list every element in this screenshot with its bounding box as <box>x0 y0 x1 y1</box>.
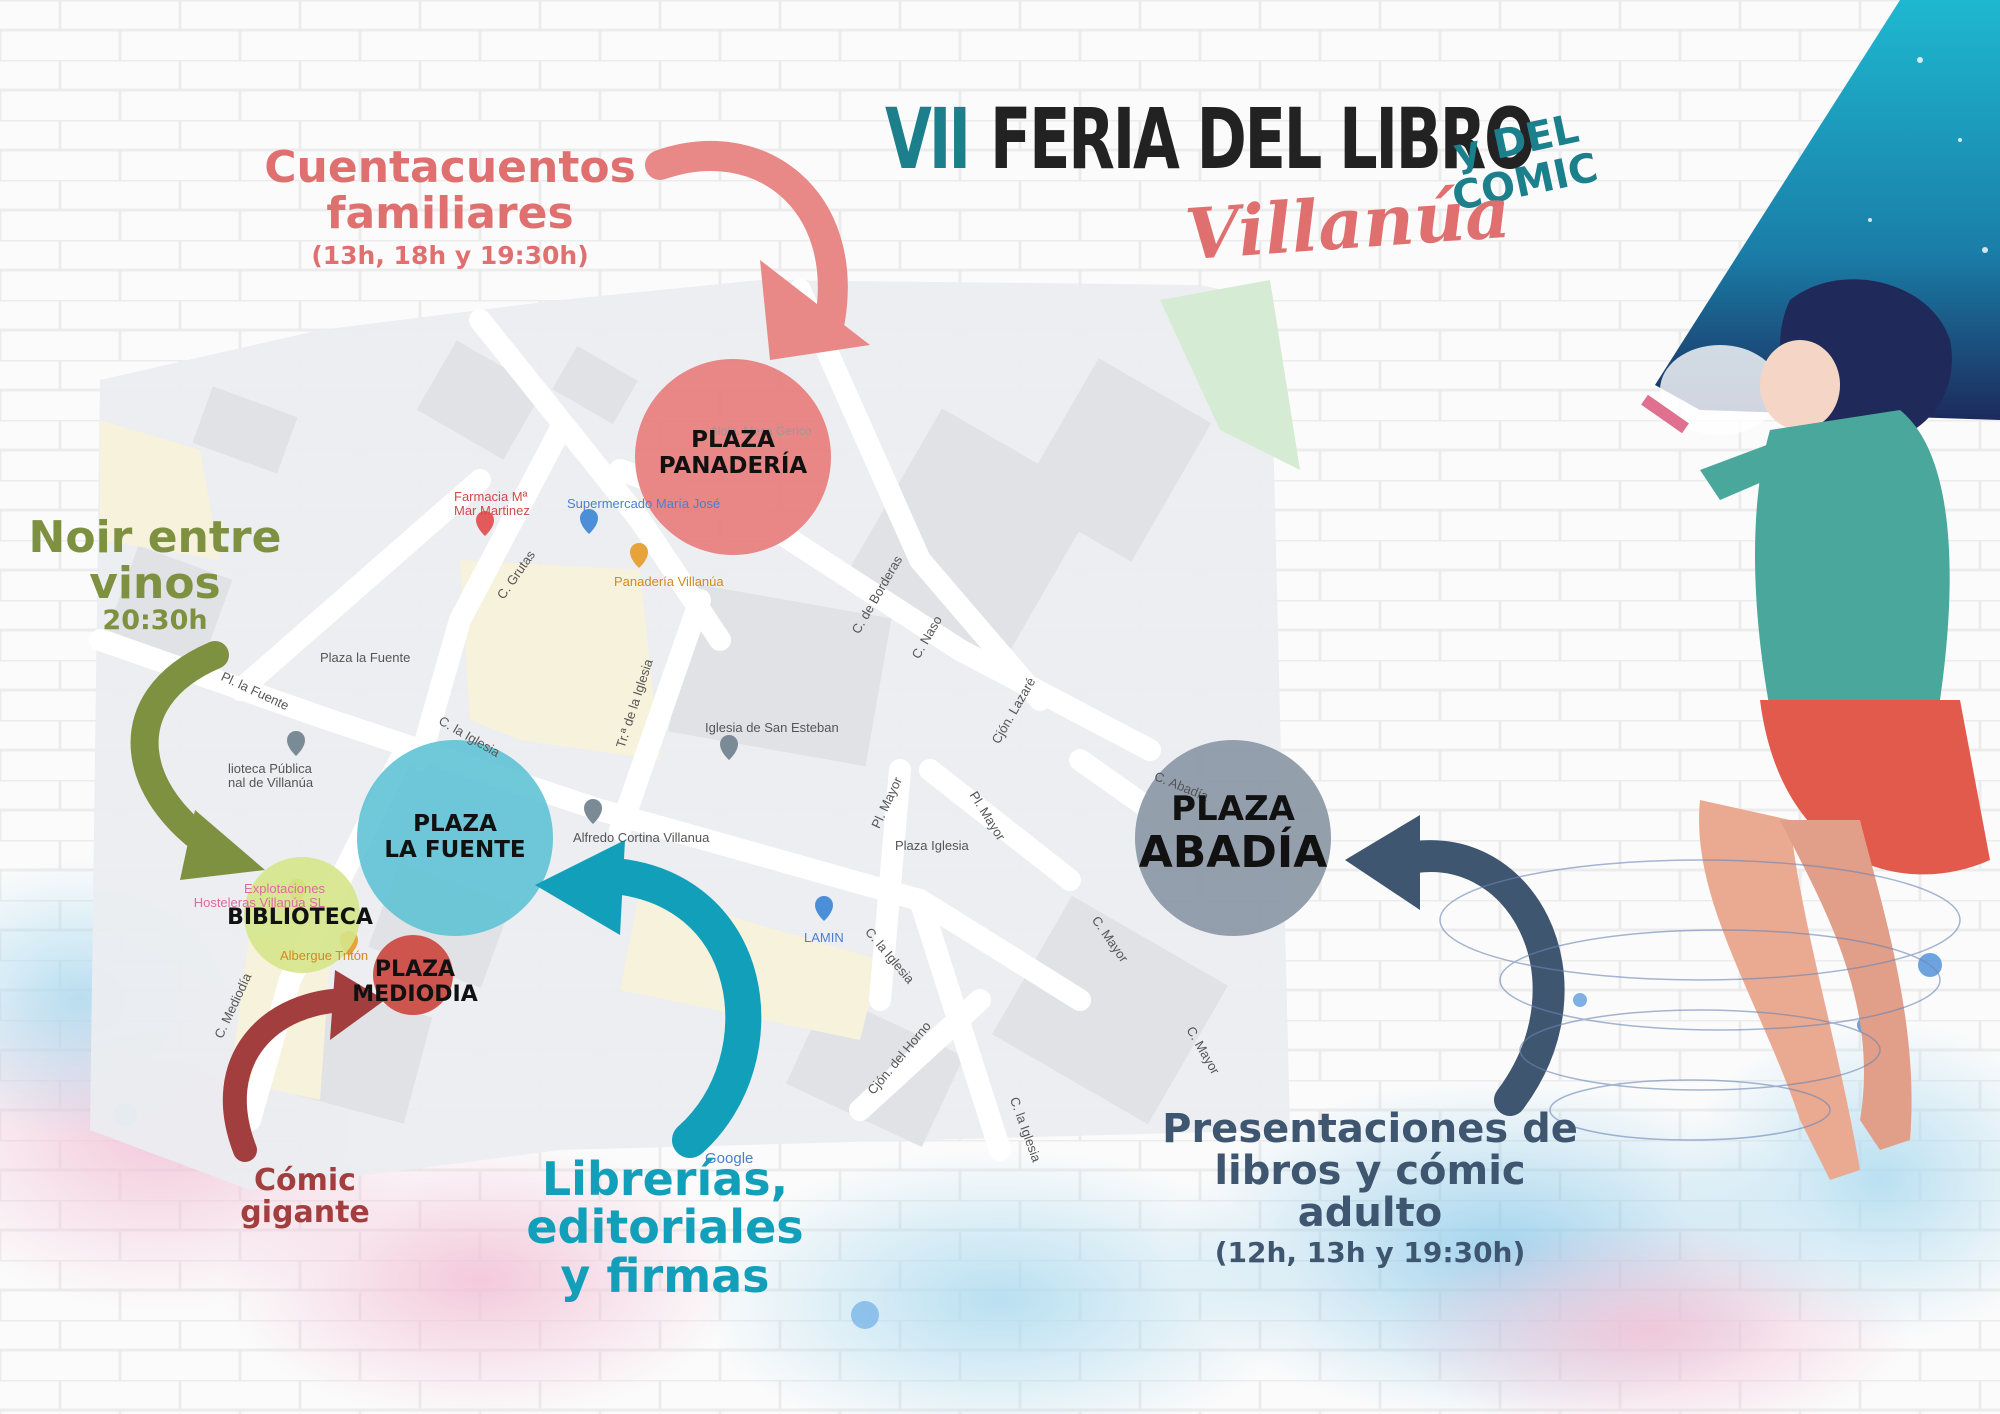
girl-reading-illustration <box>1439 0 2000 1180</box>
map-label-supermercado: Supermercado María José <box>567 496 721 511</box>
map-label-panaderia: Panadería Villanúa <box>614 574 724 589</box>
presentaciones-label: Presentaciones de libros y cómic adulto … <box>1162 1106 1578 1269</box>
arrow-librerias <box>582 857 762 1158</box>
librerias-label: Librerías, editoriales y firmas <box>526 1152 804 1303</box>
arrow-comic <box>222 988 362 1162</box>
arrow-presentaciones <box>1384 840 1565 1116</box>
map-label-albergue: Albergue Tritón <box>280 948 369 963</box>
biblioteca-marker[interactable] <box>244 857 360 973</box>
plaza-abadia-label: PLAZA ABADÍA <box>1138 789 1328 879</box>
cuentacuentos-label: Cuentacuentos familiares (13h, 18h y 19:… <box>264 142 636 271</box>
plaza-panaderia-marker[interactable] <box>635 359 831 555</box>
biblioteca-label: BIBLIOTECA <box>227 905 373 930</box>
map-label-aloja: Aloja. Mesa Gerico <box>710 424 812 438</box>
map-label-lamin: LAMIN <box>804 930 844 945</box>
map-label-alfredo: Alfredo Cortina Villanua <box>573 830 710 845</box>
edition-number: VII <box>885 90 971 188</box>
plaza-abadia-marker[interactable] <box>1135 740 1331 936</box>
noir-label: Noir entre vinos 20:30h <box>28 512 282 637</box>
map-label-google: Google <box>705 1150 754 1167</box>
plaza-la-fuente-marker[interactable] <box>357 740 553 936</box>
comic-gigante-label: Cómic gigante <box>240 1163 370 1230</box>
arrow-cuentacuentos <box>645 141 848 335</box>
feria-title: FERIA DEL LIBRO <box>990 90 1536 188</box>
map-label-plaza-la-fuente: Plaza la Fuente <box>320 650 411 665</box>
map-label-plaza-iglesia: Plaza Iglesia <box>895 838 969 853</box>
map-label-iglesia-san-esteban: Iglesia de San Esteban <box>705 720 839 735</box>
plaza-mediodia-marker[interactable] <box>373 935 453 1015</box>
